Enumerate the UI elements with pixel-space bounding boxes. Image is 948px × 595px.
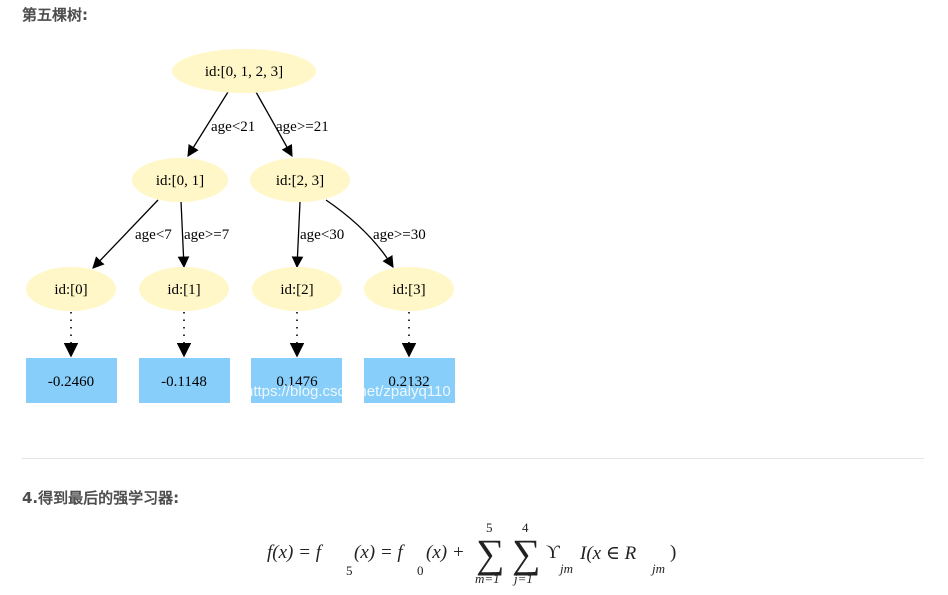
sum2-lower-limit: j=1 xyxy=(514,571,533,586)
tree-node-n0: id:[0] xyxy=(26,267,116,311)
leaf-value-1: -0.1148 xyxy=(139,358,230,403)
node-label-n2: id:[2] xyxy=(280,282,313,298)
sum1-lower-limit: m=1 xyxy=(475,571,500,586)
edge-label-n23-left: age<30 xyxy=(300,227,344,243)
section-heading-fifth-tree: 第五棵树: xyxy=(22,6,88,24)
leaf-label-2: 0.1476 xyxy=(276,374,318,390)
edge-n23-to-n2 xyxy=(291,201,304,269)
formula-mid-subscript: 0 xyxy=(417,563,424,578)
node-label-root: id:[0, 1, 2, 3] xyxy=(205,64,283,80)
section-heading-strong-learner: 4.得到最后的强学习器: xyxy=(22,489,180,507)
formula-lhs: f(x) = f xyxy=(267,542,321,563)
final-learner-formula: f(x) = f 5 (x) = f 0 (x) + 5 ∑ m=1 4 ∑ j… xyxy=(0,515,948,595)
formula-rest: (x) + xyxy=(426,542,465,563)
edge-root-to-n01 xyxy=(187,91,229,157)
sum1-sigma-icon: ∑ xyxy=(476,531,505,576)
sum2-sigma-icon: ∑ xyxy=(512,531,541,576)
tree-node-n23: id:[2, 3] xyxy=(250,158,350,202)
tree-node-n01: id:[0, 1] xyxy=(132,158,228,202)
node-label-n1: id:[1] xyxy=(167,282,200,298)
leaf-label-1: -0.1148 xyxy=(161,374,207,390)
formula-close: ) xyxy=(670,542,677,563)
edge-n23-to-n3 xyxy=(325,199,394,268)
section-divider xyxy=(22,458,924,459)
watermark-text: https://blog.csdn.net/zpalyq110 xyxy=(245,383,451,400)
formula-indicator: I(x ∈ R xyxy=(580,543,637,564)
leaf-value-0: -0.2460 xyxy=(26,358,117,403)
node-label-n01: id:[0, 1] xyxy=(156,173,204,189)
edge-label-root-right: age>=21 xyxy=(276,119,329,135)
sum1-upper-limit: 5 xyxy=(486,520,493,535)
leaf-label-3: 0.2132 xyxy=(388,374,429,390)
tree-node-n1: id:[1] xyxy=(139,267,229,311)
formula-mid: (x) = f xyxy=(354,542,403,563)
edge-label-n23-right: age>=30 xyxy=(373,227,426,243)
tree-node-n2: id:[2] xyxy=(252,267,342,311)
tree-node-n3: id:[3] xyxy=(364,267,454,311)
edge-root-to-n23 xyxy=(255,91,293,158)
formula-term-subscript: jm xyxy=(560,561,573,576)
formula-indicator-subscript: jm xyxy=(652,561,665,576)
node-label-n0: id:[0] xyxy=(54,282,87,298)
leaf-value-3: 0.2132 xyxy=(364,358,455,403)
edge-label-root-left: age<21 xyxy=(211,119,255,135)
node-label-n23: id:[2, 3] xyxy=(276,173,324,189)
edge-n01-to-n1 xyxy=(177,200,190,269)
edge-label-n01-left: age<7 xyxy=(135,227,172,243)
leaf-value-2: 0.1476 xyxy=(251,358,342,403)
sum2-upper-limit: 4 xyxy=(522,520,529,535)
tree-edges xyxy=(63,91,417,358)
decision-tree-diagram: age<21 age>=21 age<7 age>=7 age<30 age>=… xyxy=(26,49,455,403)
tree-node-root: id:[0, 1, 2, 3] xyxy=(172,49,316,93)
formula-lhs-subscript: 5 xyxy=(346,563,353,578)
formula-term: ϒ xyxy=(546,542,560,563)
leaf-label-0: -0.2460 xyxy=(48,374,94,390)
edge-label-n01-right: age>=7 xyxy=(184,227,230,243)
edge-n01-to-n0 xyxy=(92,199,159,269)
node-label-n3: id:[3] xyxy=(392,282,425,298)
